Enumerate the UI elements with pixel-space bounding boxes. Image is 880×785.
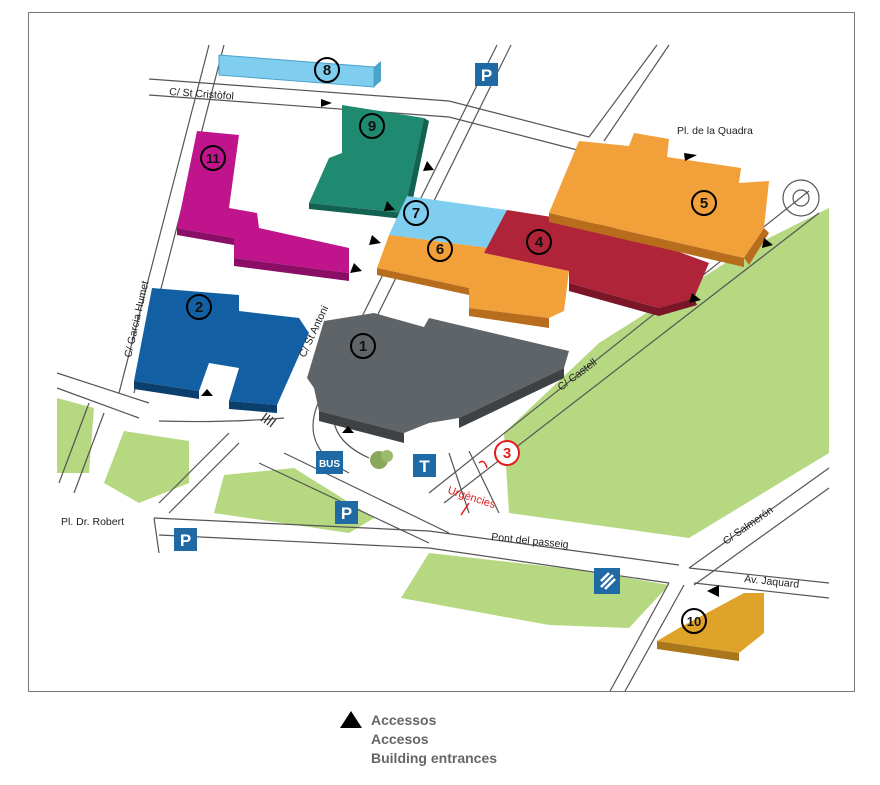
label-1: 1 <box>350 333 376 359</box>
street-label-pl-quadra: Pl. de la Quadra <box>677 125 753 137</box>
park-center <box>214 468 374 533</box>
access-arrows <box>201 99 773 597</box>
access-arrow-icon <box>321 99 332 107</box>
tram-label: T <box>419 457 430 476</box>
legend-label-catalan: Accessos <box>371 711 437 728</box>
building-2[interactable] <box>134 288 309 413</box>
street-label-pl-robert: Pl. Dr. Robert <box>61 516 124 528</box>
label-2-text: 2 <box>195 299 203 316</box>
parking-label: P <box>481 66 492 85</box>
park-left-top <box>57 398 94 473</box>
legend-row-2: Accesos <box>340 729 497 748</box>
label-10-text: 10 <box>687 614 701 629</box>
access-arrow-icon <box>350 263 362 273</box>
access-arrow-icon <box>684 153 697 161</box>
label-9: 9 <box>359 113 385 139</box>
street-label-pont-passeig: Pont del passeig <box>491 531 570 551</box>
legend-row-1: Accessos <box>340 710 497 729</box>
label-3: 3 <box>494 440 520 466</box>
map-legend: Accessos Accesos Building entrances <box>340 710 497 767</box>
park-bottom <box>401 553 669 628</box>
legend-row-3: Building entrances <box>340 748 497 767</box>
legend-label-english: Building entrances <box>371 749 498 766</box>
access-arrow-icon <box>342 426 354 433</box>
building-5[interactable] <box>549 133 769 267</box>
park-main <box>504 208 829 538</box>
access-arrow-icon <box>423 161 434 171</box>
label-7: 7 <box>403 200 429 226</box>
parks <box>57 208 829 628</box>
street-label-st-cristofol: C/ St Cristòfol <box>169 86 234 102</box>
building-8[interactable] <box>218 54 381 88</box>
label-4: 4 <box>526 229 552 255</box>
access-arrow-icon <box>384 201 395 211</box>
access-arrow-icon <box>762 238 773 248</box>
label-5-text: 5 <box>700 195 708 212</box>
legend-label-spanish: Accesos <box>371 730 429 747</box>
bus-label: BUS <box>319 459 340 470</box>
access-arrow-icon <box>689 293 701 303</box>
building-1[interactable] <box>307 313 569 443</box>
label-3-text: 3 <box>503 445 511 462</box>
label-8: 8 <box>314 57 340 83</box>
crosswalk-icon <box>260 412 277 428</box>
parking-label: P <box>341 504 352 523</box>
bus-stop-sign[interactable]: BUS <box>316 451 343 474</box>
park-left-mid <box>104 431 189 503</box>
label-6-text: 6 <box>436 241 444 258</box>
building-7[interactable] <box>389 196 507 248</box>
label-11: 11 <box>200 145 226 171</box>
label-8-text: 8 <box>323 62 331 79</box>
label-4-text: 4 <box>535 234 544 251</box>
entrance-triangle-icon <box>340 711 362 728</box>
label-6: 6 <box>427 236 453 262</box>
building-9[interactable] <box>309 105 429 219</box>
label-10: 10 <box>681 608 707 634</box>
urgencies-marker[interactable]: Urgències <box>446 460 497 516</box>
label-1-text: 1 <box>359 338 367 355</box>
building-10[interactable] <box>657 593 764 661</box>
parking-label: P <box>180 531 191 550</box>
label-5: 5 <box>691 190 717 216</box>
parking-sign-left[interactable]: P <box>174 528 197 551</box>
label-11-text: 11 <box>206 151 220 166</box>
access-arrow-icon <box>707 585 719 597</box>
street-label-jaquard: Av. Jaquard <box>744 573 800 591</box>
access-arrow-icon <box>201 389 213 396</box>
building-4[interactable] <box>484 210 709 316</box>
tree-icon <box>370 450 393 469</box>
tram-stop-sign[interactable]: T <box>413 454 436 477</box>
map-svg: 8 9 11 7 6 4 5 2 1 3 10 Urgències P P P … <box>56 44 830 691</box>
label-7-text: 7 <box>412 205 420 222</box>
label-2: 2 <box>186 294 212 320</box>
access-arrow-icon <box>369 235 381 245</box>
label-9-text: 9 <box>368 118 376 135</box>
campus-map: 8 9 11 7 6 4 5 2 1 3 10 Urgències P P P … <box>28 12 855 692</box>
urgencies-label: Urgències <box>446 484 497 511</box>
railway-station-icon[interactable] <box>594 568 620 594</box>
parking-sign-top[interactable]: P <box>475 63 498 86</box>
building-6[interactable] <box>377 235 569 328</box>
building-labels: 8 9 11 7 6 4 5 2 1 3 10 <box>186 57 717 634</box>
parking-sign-center[interactable]: P <box>335 501 358 524</box>
